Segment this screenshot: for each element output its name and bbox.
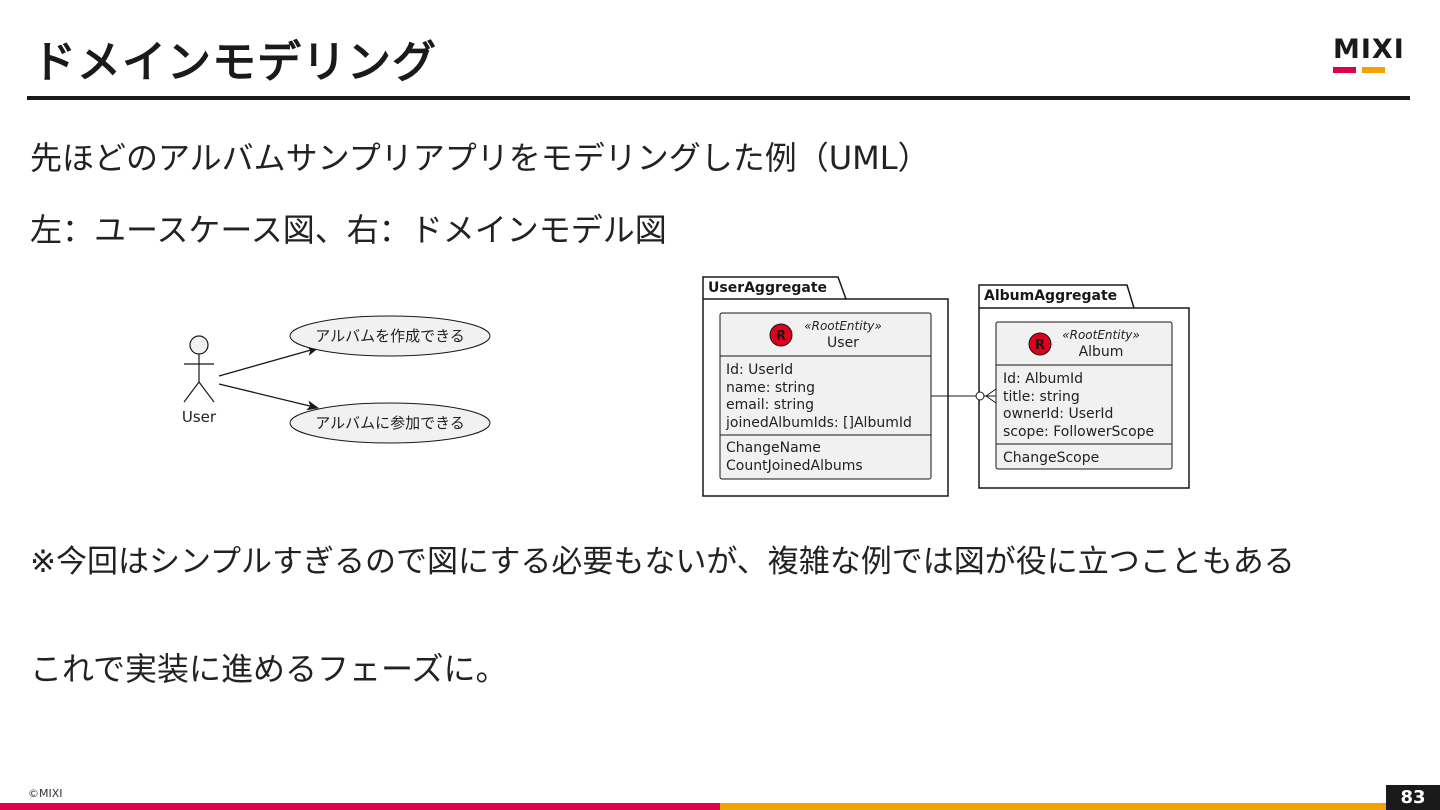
title-underline xyxy=(27,96,1410,100)
album-class-name: Album xyxy=(1079,344,1124,360)
actor-label: User xyxy=(182,408,217,426)
user-field: name: string xyxy=(726,380,815,396)
logo-bar-pink xyxy=(1333,67,1356,73)
user-aggregate-label: UserAggregate xyxy=(708,280,827,296)
user-method: ChangeName xyxy=(726,440,821,456)
mixi-logo: MIXI xyxy=(1333,36,1411,74)
footer-bar-pink xyxy=(0,803,720,810)
album-class: R «RootEntity» Album Id: AlbumId title: … xyxy=(995,321,1173,470)
album-field: title: string xyxy=(1003,389,1080,405)
usecase-create-label: アルバムを作成できる xyxy=(315,327,465,345)
album-field: scope: FollowerScope xyxy=(1003,424,1154,440)
user-field: joinedAlbumIds: []AlbumId xyxy=(725,415,912,431)
album-stereotype: «RootEntity» xyxy=(1062,328,1140,342)
user-aggregate-package: UserAggregate R «RootEntity» User Id: Us… xyxy=(702,276,949,497)
usecase-create-album xyxy=(289,315,491,357)
intro-line: 先ほどのアルバムサンプリアプリをモデリングした例（UML） xyxy=(30,139,930,177)
footer-bar-orange xyxy=(720,803,1440,810)
user-class-name: User xyxy=(827,335,859,351)
logo-bar-orange xyxy=(1362,67,1385,73)
note-text: ※今回はシンプルすぎるので図にする必要もないが、複雑な例では図が役に立つこともあ… xyxy=(30,544,1295,580)
album-method: ChangeScope xyxy=(1003,450,1099,466)
root-entity-badge-icon xyxy=(1028,332,1052,356)
usecase-diagram: User アルバムを作成できる アルバムに参加できる xyxy=(182,315,491,444)
album-field: ownerId: UserId xyxy=(1003,406,1113,422)
usecase-join-label: アルバムに参加できる xyxy=(315,414,465,432)
user-field: Id: UserId xyxy=(726,362,793,378)
association-arrow-join xyxy=(218,383,319,411)
root-entity-badge-icon xyxy=(769,323,793,347)
association-arrow-create xyxy=(218,346,319,377)
user-class: R «RootEntity» User Id: UserId name: str… xyxy=(719,312,932,480)
copyright: ©MIXI xyxy=(28,787,63,800)
user-album-relationship xyxy=(931,388,997,404)
album-aggregate-package: AlbumAggregate R «RootEntity» Album Id: … xyxy=(978,284,1190,489)
album-field: Id: AlbumId xyxy=(1003,371,1083,387)
user-method: CountJoinedAlbums xyxy=(726,458,863,474)
diagram-caption: 左：ユースケース図、右：ドメインモデル図 xyxy=(30,211,667,249)
album-badge-letter: R xyxy=(1035,338,1045,353)
album-aggregate-label: AlbumAggregate xyxy=(984,288,1117,304)
user-stereotype: «RootEntity» xyxy=(804,319,882,333)
conclusion-text: これで実装に進めるフェーズに。 xyxy=(30,650,508,688)
slide-title: ドメインモデリング xyxy=(32,37,437,88)
logo-text: MIXI xyxy=(1333,34,1405,65)
page-number: 83 xyxy=(1386,785,1440,810)
actor-icon xyxy=(183,335,215,403)
user-field: email: string xyxy=(726,397,814,413)
user-badge-letter: R xyxy=(776,329,786,344)
usecase-join-album xyxy=(289,402,491,444)
